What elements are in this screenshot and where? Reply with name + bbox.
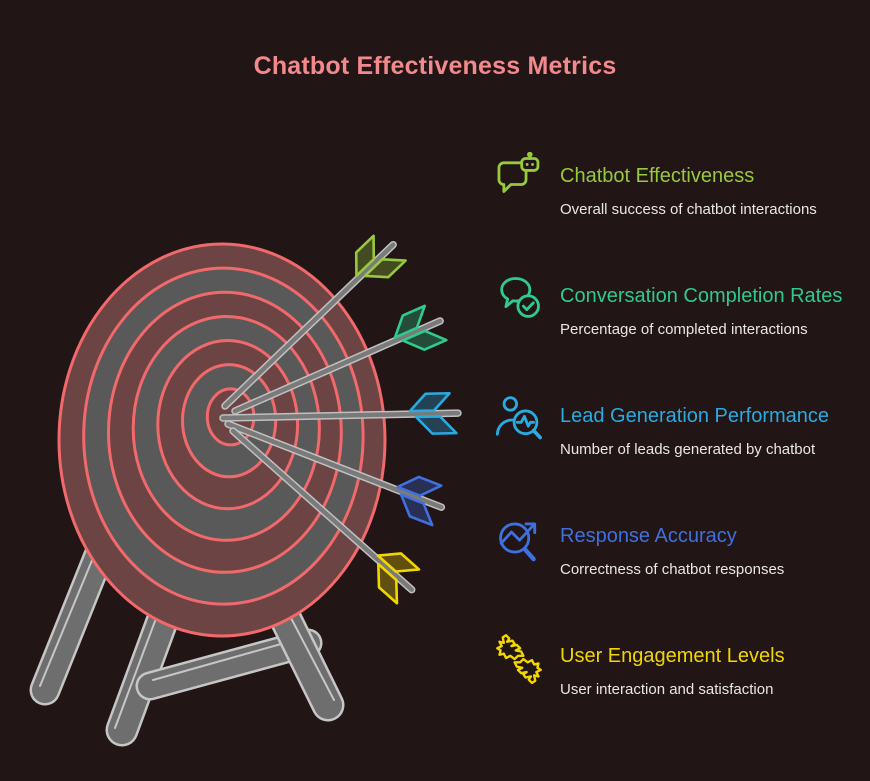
target-illustration <box>29 234 462 747</box>
person-magnifier-chart-icon <box>493 392 545 444</box>
stand-crossbar <box>138 631 320 698</box>
arrow-shaft <box>222 242 396 409</box>
metric-item-chatbot-effectiveness: Chatbot Effectiveness Overall success of… <box>493 152 863 272</box>
metric-label: Conversation Completion Rates <box>560 285 843 307</box>
metrics-list: Chatbot Effectiveness Overall success of… <box>493 152 863 752</box>
arrow-chatbot-effectiveness <box>221 234 407 410</box>
fletch-vane <box>363 258 407 279</box>
arrow-lead-generation <box>219 391 462 435</box>
stand-leg-left <box>32 540 113 703</box>
arrow-shaft <box>230 428 414 592</box>
arrow-shaft <box>220 410 461 421</box>
fletch-vane <box>408 391 451 413</box>
magnifier-trend-arrow-icon <box>493 512 545 564</box>
fletch-vane <box>396 475 443 497</box>
fletch-vane <box>399 493 434 527</box>
chatbot-speech-bubble-icon <box>493 152 545 204</box>
arrows <box>219 234 462 605</box>
metric-item-user-engagement: User Engagement Levels User interaction … <box>493 632 863 752</box>
metric-description: Correctness of chatbot responses <box>560 561 785 578</box>
interlocking-hands-icon <box>493 632 545 684</box>
fletch-vane <box>393 304 427 339</box>
metric-description: User interaction and satisfaction <box>560 681 774 698</box>
arrow-shaft <box>225 421 444 510</box>
page-title: Chatbot Effectiveness Metrics <box>253 52 617 80</box>
metric-item-response-accuracy: Response Accuracy Correctness of chatbot… <box>493 512 863 632</box>
metric-label: Lead Generation Performance <box>560 405 830 427</box>
arrow-conversation-completion <box>231 304 448 415</box>
metric-label: User Engagement Levels <box>560 645 785 667</box>
arrow-fletching <box>408 391 458 435</box>
arrow-fletching <box>396 475 443 527</box>
target-board <box>57 242 387 638</box>
fletch-vane <box>376 552 421 573</box>
fletch-vane <box>401 329 448 352</box>
fletch-vane <box>377 562 399 605</box>
metric-item-conversation-completion: Conversation Completion Rates Percentage… <box>493 272 863 392</box>
metric-item-lead-generation: Lead Generation Performance Number of le… <box>493 392 863 512</box>
arrow-user-engagement <box>229 427 421 605</box>
chat-bubble-check-icon <box>493 272 545 324</box>
arrow-response-accuracy <box>224 420 446 527</box>
metric-description: Number of leads generated by chatbot <box>560 441 816 458</box>
fletch-vane <box>354 234 376 278</box>
stand-leg-left-highlight <box>39 557 94 687</box>
arrow-fletching <box>354 234 407 279</box>
arrow-shaft <box>232 318 443 414</box>
metric-label: Chatbot Effectiveness <box>560 165 755 187</box>
metric-label: Response Accuracy <box>560 525 737 547</box>
arrow-fletching <box>376 552 421 605</box>
metric-description: Percentage of completed interactions <box>560 321 808 338</box>
metric-description: Overall success of chatbot interactions <box>560 201 817 218</box>
arrow-fletching <box>393 304 448 352</box>
fletch-vane <box>414 415 458 435</box>
